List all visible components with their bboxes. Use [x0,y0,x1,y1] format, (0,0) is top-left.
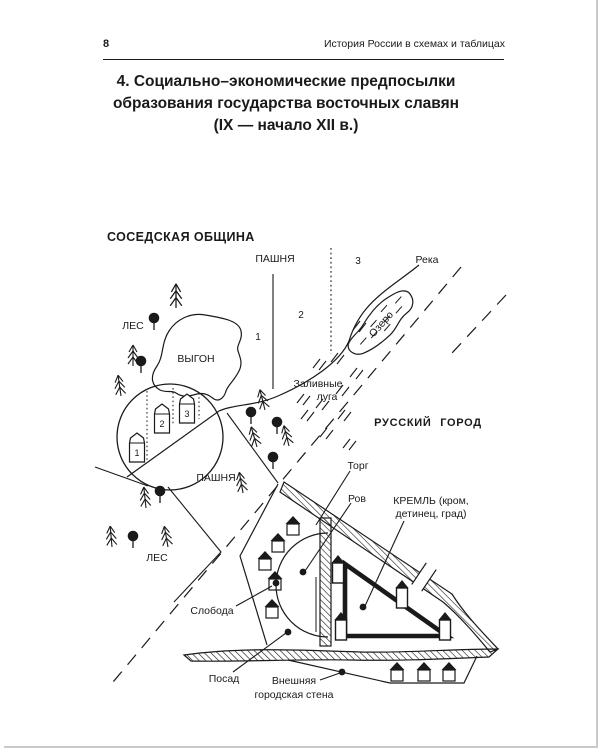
page-header: 8 История России в схемах и таблицах [103,38,505,50]
title-line-1: 4. Социально–экономические предпосылки [116,73,456,90]
sloboda-boundary [239,483,279,646]
household-number-1: 1 [134,448,139,458]
leader-lines [232,470,405,681]
outer-wall-dot [338,668,346,676]
deciduous-tree-icon [154,485,166,504]
town-house-icon [256,550,274,571]
moat-leader [304,502,352,572]
household-number-2: 2 [159,419,164,429]
town-house-icon [284,515,302,536]
sloboda-dot [272,579,280,587]
kremlin-dot [359,603,367,611]
sloboda-leader [235,585,273,607]
pasture-label: ВЫГОН [177,353,214,365]
page-edge-bottom [4,746,598,748]
outer-wall-leader [319,672,341,681]
posad-leader [232,632,287,673]
conifer-tree-icon [169,283,183,309]
community-heading: СОСЕДСКАЯ ОБЩИНА [107,230,255,244]
town-house-icon [263,598,281,619]
wall-gate-icon [411,562,437,592]
field-number-2: 2 [298,310,304,321]
flood-meadow-label-2: луга [317,391,338,403]
market-leader [315,470,351,526]
conifer-tree-icon [233,470,249,495]
flood-meadow-label-1: Заливные [294,378,343,390]
conifer-tree-icon [158,524,174,549]
deciduous-tree-icon [135,355,147,374]
conifer-tree-icon [104,525,118,548]
title-line-2: образования государства восточных славян [112,95,460,112]
posad-dot [284,628,292,636]
title-line-3: (IX — начало XII в.) [213,117,359,134]
deciduous-tree-icon [271,416,283,435]
kremlin-tower-icon [330,554,346,584]
conifer-tree-icon [138,486,152,510]
sloboda-label: Слобода [190,605,233,617]
chapter-title: 4. Социально–экономические предпосылки о… [0,71,572,137]
moat-label: Ров [348,493,366,505]
conifer-tree-icon [278,423,295,448]
kremlin-label-2: детинец, град) [396,508,467,520]
forest-boundary-line [94,466,149,487]
deciduous-tree-icon [245,406,257,425]
outer-settlement-houses [388,661,458,682]
outer-wall-label-1: Внешняя [272,675,316,687]
kremlin-west-wall [319,517,332,647]
header-rule [103,59,504,60]
town-house-icon [440,661,458,682]
plot-divider-lines [146,388,200,462]
page-number: 8 [103,38,110,50]
household-number-3: 3 [184,409,189,419]
field-number-1: 1 [255,332,261,343]
field-number-3: 3 [355,256,361,267]
forest-label-lower: ЛЕС [146,552,168,564]
city-wall-bottom [182,648,500,662]
kremlin-leader [364,520,405,607]
moat-dot [299,568,307,576]
tree-strip-boundary [226,412,279,484]
town-house-icon [415,661,433,682]
conifer-tree-icon [245,424,263,449]
dashed-boundary-line-2 [451,294,507,354]
deciduous-tree-icon [127,530,139,549]
market-label: Торг [347,460,368,472]
page-edge-right [596,0,598,748]
town-house-icon [388,661,406,682]
kremlin-tower-icon [394,579,410,609]
running-header: История России в схемах и таблицах [323,38,505,50]
dashed-boundary-line [107,266,462,689]
river-label: Река [415,254,438,266]
posad-label: Посад [209,673,240,685]
pasture-outline [151,313,242,401]
kremlin-label-1: КРЕМЛЬ (кром, [393,495,468,507]
field-forest-boundary [167,486,222,603]
outer-wall-label-2: городская стена [255,689,334,701]
town-house-icon [269,532,287,553]
city-heading: РУССКИЙ ГОРОД [374,416,482,429]
deciduous-trees [127,312,283,549]
deciduous-tree-icon [267,451,279,470]
leader-dots [272,568,367,676]
river-bank-line [126,264,420,478]
kremlin-tower-icon [437,611,453,641]
field-label-bottom: ПАШНЯ [196,472,235,484]
conifer-tree-icon [112,373,127,398]
forest-label-upper: ЛЕС [122,320,144,332]
field-label-top: ПАШНЯ [255,253,294,265]
deciduous-tree-icon [148,312,160,331]
